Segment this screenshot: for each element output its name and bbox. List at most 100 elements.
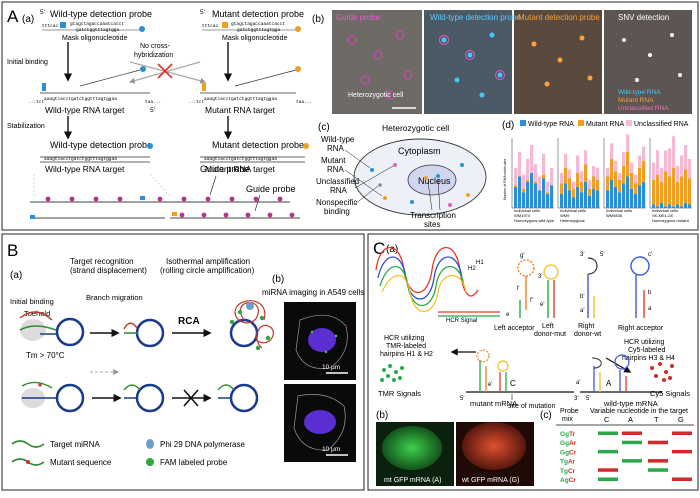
label-unclass2: RNA [330, 186, 348, 195]
hybridization-label: hybridization [134, 52, 173, 59]
label-base-c: C [510, 379, 516, 388]
bar-mut [584, 164, 588, 182]
bar-unclassified [610, 143, 614, 159]
label-wt-rna2: RNA [327, 144, 345, 153]
bar-unclassified [684, 145, 688, 170]
bar-wt [630, 188, 634, 208]
bar-unclassified [526, 159, 530, 180]
bar-wt [660, 202, 664, 208]
bar-unclassified [676, 166, 680, 182]
bar-unclassified [538, 176, 542, 191]
bar-wt [622, 183, 626, 208]
label-nonspec: Nonspecific [316, 198, 357, 207]
bar-mut [596, 180, 600, 191]
bar-unclassified [534, 164, 538, 182]
blocked-x-icon [183, 389, 199, 407]
initial-binding-label: Initial binding [7, 59, 48, 66]
chart-legend: Wild-type RNA Mutant RNA Unclassified RN… [520, 120, 689, 128]
bar-wt [676, 204, 680, 208]
cytoplasm-label: Cytoplasm [398, 146, 441, 156]
bar-unclassified [564, 153, 568, 168]
no-cross-label: No cross- [140, 43, 171, 50]
panel-a-sub-c: (c) [318, 122, 330, 133]
bar-wt [564, 183, 568, 208]
panel-c-sub-b: (b) [376, 410, 388, 421]
bar-unclassified [660, 167, 664, 182]
bar-unclassified [634, 174, 638, 184]
wt-probe-seq1: gtagctagaccaaatcacct [70, 21, 124, 27]
chart-cell-4: SK-MEL-28 [652, 213, 673, 218]
legend-wt: Wild-type RNA [528, 121, 574, 128]
bar-mut [622, 166, 626, 184]
guide-probe-row-2 [172, 212, 295, 218]
bar-mut [642, 160, 646, 182]
probe-signal-bar [598, 477, 618, 481]
bar-mut [592, 176, 596, 189]
label-a-prime-2: a' [576, 380, 580, 386]
micro-legend-wt: Wild-type RNA [618, 89, 661, 96]
bar-unclassified [546, 181, 550, 193]
probe-dumbbell-1 [19, 311, 85, 347]
label-g-prime: g' [520, 253, 524, 259]
wt-probe-title: Wild-type detection probe [50, 9, 152, 19]
probe-signal-bar [598, 449, 618, 454]
label-variable: Variable nucleotide in the target [590, 408, 688, 415]
guide-probe-label-1: Guide probe [200, 164, 250, 174]
wt-fluorophore [139, 26, 145, 32]
chart-xlabel-3: Individual cells [606, 208, 632, 213]
mutant-mrna-complex [466, 349, 574, 393]
col-a: A [628, 415, 633, 424]
bar-mut [560, 183, 564, 194]
bar-unclassified [522, 174, 526, 189]
bar-wt [684, 202, 688, 208]
label-probe: Probe [560, 408, 579, 415]
label-b-prime: b' [580, 294, 584, 300]
bar-wt [606, 190, 610, 208]
bar-mut [526, 180, 530, 182]
label-h2: H2 [468, 266, 476, 272]
bar-wt [642, 181, 646, 208]
bar-mut [630, 173, 634, 189]
probe-signal-bar [598, 468, 618, 472]
bar-unclassified [642, 146, 646, 161]
label-right-donor2: donor-wt [574, 331, 601, 338]
bar-mut [626, 152, 630, 177]
right-donor [587, 257, 598, 318]
micrograph-strip [332, 10, 692, 114]
micrograph-guide [332, 10, 422, 114]
bar-wt [656, 206, 660, 208]
label-nonspec2: binding [324, 207, 350, 216]
bar-mut [576, 173, 580, 187]
probe-dumbbell-5 [217, 383, 259, 413]
label-iso-amp: Isothermal amplification [166, 257, 250, 266]
label-5prime-b: 5' [600, 252, 604, 258]
chart-group-2: Heterozygous [560, 218, 585, 223]
bar-unclassified [514, 167, 518, 186]
wt-target-label: Wild-type RNA target [45, 105, 125, 115]
bar-unclassified [668, 148, 672, 177]
bar-wt [542, 178, 546, 208]
bar-chart [511, 134, 692, 209]
bar-mut [634, 183, 638, 194]
probe-signal-bar [598, 431, 618, 435]
probe-dumbbell-4 [123, 383, 165, 413]
panel-a-letter: A [7, 7, 19, 26]
left-acceptor [517, 259, 535, 318]
wt-target-seq: aaagtcacctgatctggtttagtggaa [44, 96, 117, 102]
label-mut-rna: Mutant [321, 156, 346, 165]
label-mt-gfp: mt GFP mRNA (A) [384, 477, 441, 484]
bar-wt [592, 188, 596, 208]
mut-target-seq-2: aaagtcacctgatctggtttagtggaa [204, 156, 277, 162]
label-target-recog: Target recognition [70, 257, 134, 266]
bar-mut [610, 159, 614, 180]
mut-tct: ...tct [188, 99, 205, 105]
label-hcr-tmr: HCR utilizing [384, 335, 425, 342]
legend-fam-probe: FAM labeled probe [160, 458, 228, 467]
bar-unclassified [626, 134, 630, 152]
bar-unclassified [688, 159, 692, 179]
bar-unclassified [580, 171, 584, 182]
bar-mut [684, 169, 688, 203]
bar-mut [660, 181, 664, 203]
label-cy5-signals: Cy5 Signals [650, 389, 690, 398]
bar-wt [530, 173, 534, 208]
